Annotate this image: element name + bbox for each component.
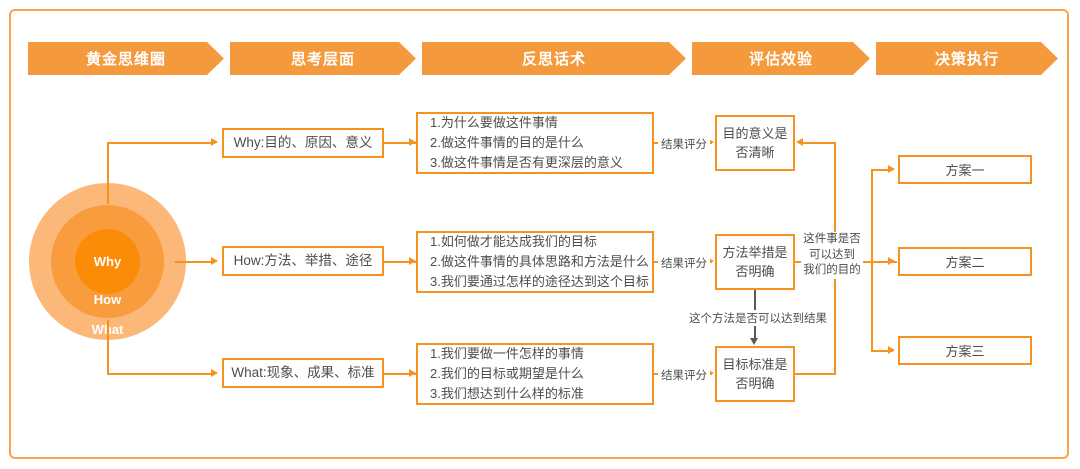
- evaluation-line: 目的意义是: [722, 125, 788, 141]
- arrow-to-solution-1: [888, 164, 895, 173]
- arrow-to-why-level: [211, 137, 218, 146]
- score-label-2: 结果评分: [658, 255, 710, 271]
- solution-label: 方案一: [945, 163, 985, 178]
- connector-goal-feedback-out: [795, 373, 836, 375]
- connector-to-solution-3: [871, 350, 893, 352]
- evaluation-box-goal[interactable]: 目标标准是 否明确: [715, 346, 795, 402]
- purpose-check-line: 可以达到: [809, 248, 855, 261]
- score-label-3: 结果评分: [658, 367, 710, 383]
- connector-why-question: [384, 142, 416, 144]
- banner-segment-1[interactable]: 黄金思维圈: [28, 42, 224, 75]
- arrow-method-to-goal: [749, 338, 758, 345]
- ring-label-how: How: [93, 292, 122, 307]
- method-check-label: 这个方法是否可以达到结果: [686, 310, 830, 326]
- solution-label: 方案二: [945, 255, 985, 270]
- level-box-what[interactable]: What:现象、成果、标准: [222, 358, 384, 388]
- connector-what-question: [384, 373, 416, 375]
- solution-box-1[interactable]: 方案一: [898, 155, 1032, 184]
- evaluation-line: 否明确: [735, 264, 775, 279]
- evaluation-line: 否明确: [735, 376, 775, 391]
- banner-segment-3[interactable]: 反思话术: [422, 42, 686, 75]
- ring-why: [75, 229, 140, 294]
- arrow-to-how-level: [211, 256, 218, 265]
- question-box-how[interactable]: 1.如何做才能达成我们的目标 2.做这件事情的具体思路和方法是什么 3.我们要通…: [416, 231, 654, 293]
- question-line: 2.做这件事情的目的是什么: [430, 134, 584, 150]
- question-line: 1.为什么要做这件事情: [430, 114, 558, 130]
- ring-label-why: Why: [93, 254, 122, 269]
- arrow-to-solution-3: [888, 345, 895, 354]
- arrow-feedback-to-purpose: [796, 137, 803, 146]
- connector-circle-why-horizontal: [107, 142, 213, 144]
- connector-feedback-into-purpose: [802, 142, 835, 144]
- connector-circle-what-horizontal: [107, 373, 213, 375]
- level-box-label: What:现象、成果、标准: [231, 365, 375, 381]
- banner-segment-5[interactable]: 决策执行: [876, 42, 1058, 75]
- purpose-check-label: 这件事是否 可以达到 我们的目的: [801, 232, 863, 279]
- connector-how-question: [384, 261, 416, 263]
- solution-box-2[interactable]: 方案二: [898, 247, 1032, 276]
- arrow-to-what-question: [409, 368, 416, 377]
- question-box-what[interactable]: 1.我们要做一件怎样的事情 2.我们的目标或期望是什么 3.我们想达到什么样的标…: [416, 343, 654, 405]
- arrow-to-evaluation-2: [707, 256, 714, 265]
- level-box-how[interactable]: How:方法、举措、途径: [222, 246, 384, 276]
- question-line: 2.我们的目标或期望是什么: [430, 365, 584, 381]
- level-box-label: How:方法、举措、途径: [233, 253, 373, 269]
- banner-segment-2[interactable]: 思考层面: [230, 42, 416, 75]
- banner-segment-4[interactable]: 评估效验: [692, 42, 870, 75]
- evaluation-line: 目标标准是: [722, 356, 788, 372]
- score-label-1: 结果评分: [658, 136, 710, 152]
- evaluation-box-purpose[interactable]: 目的意义是 否清晰: [715, 115, 795, 171]
- arrow-to-evaluation-3: [707, 368, 714, 377]
- evaluation-line: 方法举措是: [722, 244, 788, 260]
- solution-label: 方案三: [945, 344, 985, 359]
- connector-circle-why-vertical: [107, 142, 109, 204]
- banner-segment-label: 反思话术: [521, 51, 586, 68]
- arrow-to-how-question: [409, 256, 416, 265]
- banner-segment-label: 思考层面: [290, 51, 355, 68]
- question-line: 1.我们要做一件怎样的事情: [430, 345, 584, 361]
- banner-segment-label: 评估效验: [748, 51, 813, 68]
- connector-to-solution-1: [871, 169, 893, 171]
- question-line: 3.我们要通过怎样的途径达到这个目标: [430, 274, 649, 290]
- level-box-why[interactable]: Why:目的、原因、意义: [222, 128, 384, 158]
- evaluation-line: 否清晰: [735, 145, 775, 160]
- arrow-to-solution-2: [888, 256, 895, 265]
- banner-segment-label: 黄金思维圈: [85, 51, 166, 68]
- arrow-to-why-question: [409, 137, 416, 146]
- connector-to-solution-2: [871, 261, 893, 263]
- level-box-label: Why:目的、原因、意义: [233, 135, 373, 151]
- connector-circle-what-vertical: [107, 320, 109, 374]
- question-line: 2.做这件事情的具体思路和方法是什么: [430, 253, 649, 269]
- purpose-check-line: 这件事是否: [803, 233, 861, 245]
- question-line: 1.如何做才能达成我们的目标: [430, 233, 597, 249]
- arrow-to-what-level: [211, 368, 218, 377]
- solution-box-3[interactable]: 方案三: [898, 336, 1032, 365]
- connector-solution-trunk: [871, 169, 873, 351]
- question-line: 3.我们想达到什么样的标准: [430, 386, 584, 402]
- question-box-why[interactable]: 1.为什么要做这件事情 2.做这件事情的目的是什么 3.做这件事情是否有更深层的…: [416, 112, 654, 174]
- question-line: 3.做这件事情是否有更深层的意义: [430, 155, 623, 171]
- evaluation-box-method[interactable]: 方法举措是 否明确: [715, 234, 795, 290]
- connector-circle-how-horizontal: [175, 261, 213, 263]
- purpose-check-line: 我们的目的: [803, 264, 861, 277]
- arrow-to-evaluation-1: [707, 137, 714, 146]
- banner-segment-label: 决策执行: [934, 51, 999, 68]
